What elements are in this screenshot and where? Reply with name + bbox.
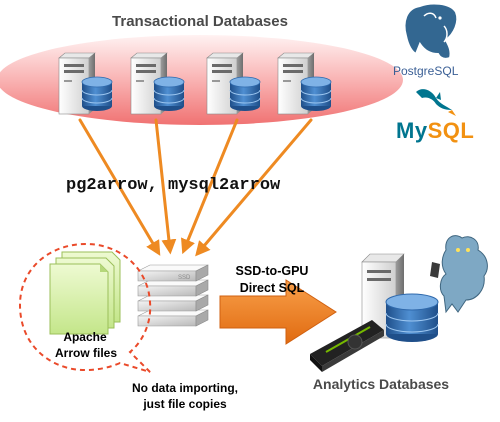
- arrow-files-line1: Apache: [63, 330, 107, 344]
- database-cylinder-icon: [385, 293, 439, 342]
- postgresql-logo-text: PostgreSQL: [393, 64, 459, 78]
- no-import-note: No data importing, just file copies: [125, 380, 245, 412]
- direct-sql-line1: SSD-to-GPU: [235, 264, 309, 278]
- converter-command-label: pg2arrow, mysql2arrow: [66, 176, 281, 195]
- arrow-files-label: Apache Arrow files: [55, 329, 118, 361]
- analytics-title: Analytics Databases: [312, 376, 450, 392]
- direct-sql-label: SSD-to-GPU Direct SQL: [228, 263, 316, 297]
- transactional-databases-group: [0, 35, 403, 125]
- analytics-server-group: [310, 253, 439, 372]
- mysql-logo-text: MySQL: [396, 118, 474, 144]
- connector-line: [195, 118, 313, 257]
- connector-line: [78, 118, 161, 256]
- connector-line: [154, 118, 177, 255]
- transactional-title: Transactional Databases: [112, 13, 288, 30]
- gpu-card-icon: [310, 320, 384, 372]
- no-import-line1: No data importing,: [132, 381, 238, 395]
- mysql-logo-sql: SQL: [427, 118, 475, 143]
- ssd-to-gpu-arrow: [219, 279, 337, 345]
- export-connectors: [78, 118, 313, 257]
- no-import-line2: just file copies: [143, 397, 227, 411]
- document-stack-icon: [49, 251, 121, 335]
- direct-sql-line2: Direct SQL: [239, 281, 305, 295]
- postgresql-elephant-logo: [403, 2, 459, 60]
- connector-line: [181, 118, 239, 255]
- dashed-callout: [18, 242, 152, 373]
- ssd-unit: [137, 264, 209, 282]
- gpu-mascot-icon: [430, 235, 488, 314]
- ssd-unit: [137, 294, 209, 312]
- ssd-stack-icon: SSD: [137, 264, 209, 327]
- mysql-dolphin-logo: [416, 89, 456, 116]
- arrow-files-line2: Arrow files: [55, 346, 118, 360]
- arrow-files-callout: [18, 242, 152, 373]
- ssd-label: SSD: [178, 275, 191, 281]
- mysql-logo-my: My: [396, 118, 428, 143]
